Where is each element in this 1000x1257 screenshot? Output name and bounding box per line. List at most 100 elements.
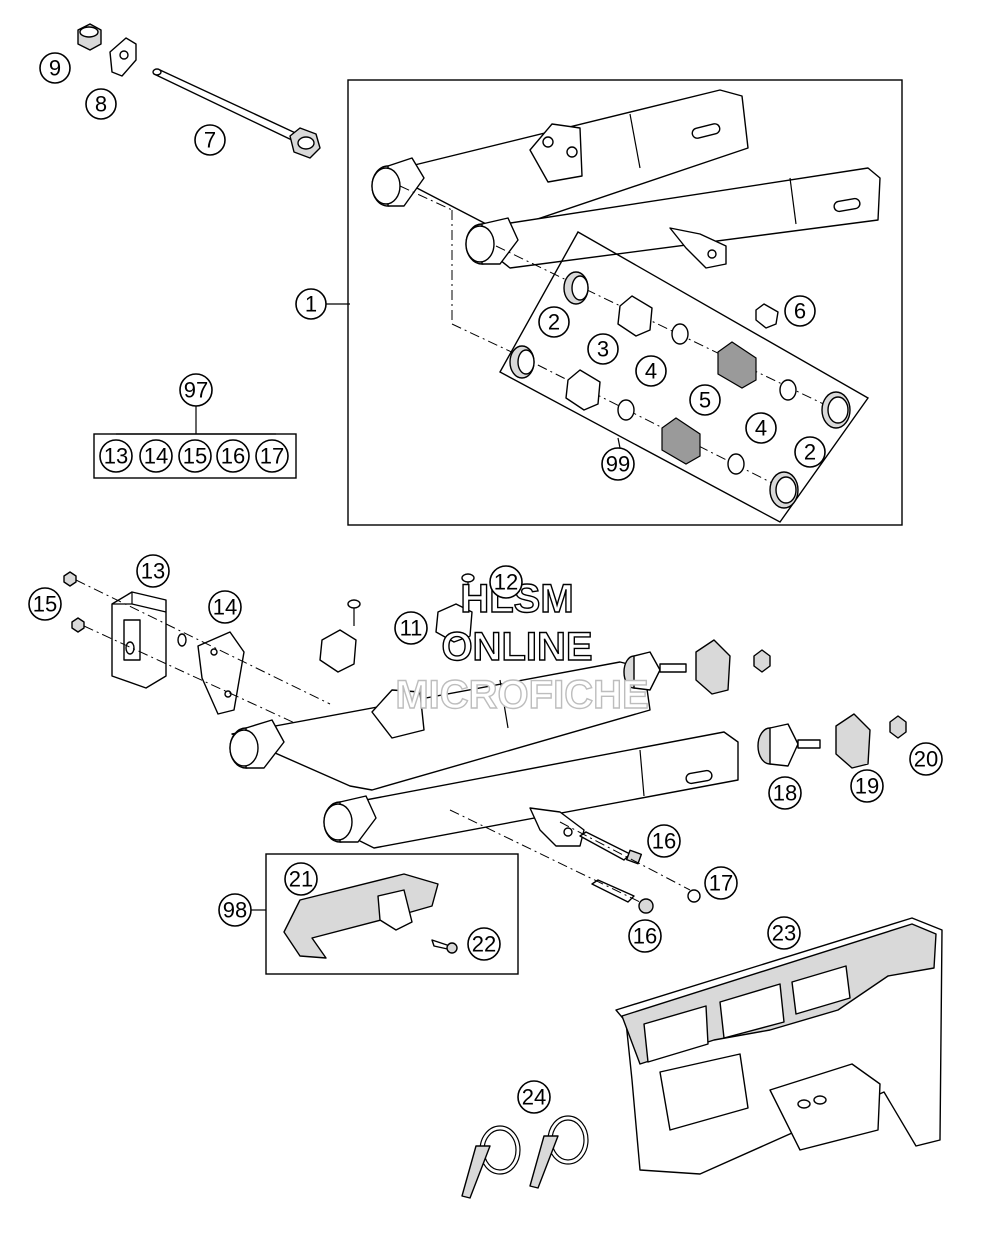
svg-text:11: 11	[400, 616, 423, 641]
callout-12: 12	[489, 565, 523, 599]
svg-text:21: 21	[289, 867, 313, 892]
callout-8: 8	[85, 88, 117, 120]
axle-bolt-part-7	[152, 68, 321, 159]
chain-slider-part-21	[283, 873, 439, 959]
svg-text:17: 17	[260, 444, 284, 469]
svg-text:7: 7	[204, 128, 216, 153]
bearing-parts-row-2	[509, 345, 799, 509]
bearing-kit-frame	[499, 231, 870, 523]
callout-3: 3	[587, 333, 619, 365]
callout-24: 24	[517, 1080, 551, 1114]
plate-part-14	[177, 631, 245, 715]
callout-23: 23	[767, 916, 801, 950]
bolt-part-16-17-lower	[591, 879, 654, 914]
callout-18: 18	[768, 776, 802, 810]
plate-part-8	[109, 37, 137, 77]
callout-97-13: 13	[99, 439, 133, 473]
screw-part-22	[431, 939, 458, 954]
svg-text:6: 6	[794, 299, 806, 324]
svg-text:16: 16	[633, 924, 657, 949]
chain-guide-block-part-13	[111, 591, 167, 689]
svg-text:13: 13	[104, 444, 128, 469]
callout-97-15: 15	[178, 439, 212, 473]
svg-text:15: 15	[33, 592, 57, 617]
svg-text:19: 19	[855, 774, 879, 799]
nut-part-15-b	[71, 617, 85, 633]
callout-97-14: 14	[139, 439, 173, 473]
callout-20: 20	[909, 742, 943, 776]
axis-line	[75, 579, 331, 705]
nut-part-20-upper	[753, 649, 771, 673]
callout-97-17: 17	[255, 439, 289, 473]
callout-16-lower: 16	[628, 919, 662, 953]
clip-part-11-left	[319, 599, 361, 673]
svg-text:98: 98	[223, 898, 247, 923]
callout-21: 21	[284, 862, 318, 896]
callout-19: 19	[850, 769, 884, 803]
adjuster-part-18-upper	[623, 651, 687, 691]
nut-part-9	[77, 23, 102, 51]
svg-text:14: 14	[213, 595, 237, 620]
svg-text:15: 15	[183, 444, 207, 469]
bracket-part-19	[835, 713, 871, 769]
group-box-97	[93, 433, 297, 479]
axis-line	[451, 323, 521, 357]
svg-text:2: 2	[804, 440, 816, 465]
svg-text:5: 5	[699, 388, 711, 413]
clip-part-11-right	[435, 573, 475, 643]
callout-7: 7	[194, 124, 226, 156]
watermark-line-3: MICROFICHE	[395, 673, 648, 717]
group-box-98	[265, 853, 519, 975]
swingarm-part-1	[371, 89, 881, 269]
part-1-frame	[347, 79, 903, 526]
svg-text:12: 12	[494, 570, 518, 595]
svg-text:20: 20	[914, 747, 938, 772]
axis-line	[495, 245, 841, 413]
callout-4-upper: 4	[635, 355, 667, 387]
svg-text:22: 22	[472, 932, 496, 957]
callout-4-lower: 4	[745, 412, 777, 444]
watermark: HLSM ONLINE MICROFICHE	[395, 576, 650, 717]
svg-text:23: 23	[772, 921, 796, 946]
callout-2-upper: 2	[538, 306, 570, 338]
svg-text:24: 24	[522, 1085, 546, 1110]
bushing-part-6	[755, 303, 779, 329]
adjuster-part-18	[757, 723, 821, 767]
nut-part-20	[889, 715, 907, 739]
callout-16-upper: 16	[647, 824, 681, 858]
callout-11: 11	[394, 611, 428, 645]
svg-text:17: 17	[709, 871, 733, 896]
svg-text:3: 3	[597, 337, 609, 362]
svg-text:16: 16	[652, 829, 676, 854]
axis-line	[449, 809, 641, 903]
chain-guard-part-23	[615, 917, 943, 1175]
callout-97: 97	[179, 373, 213, 407]
svg-text:4: 4	[645, 359, 657, 384]
svg-text:14: 14	[144, 444, 168, 469]
callout-17: 17	[704, 866, 738, 900]
axis-line	[83, 625, 311, 731]
cable-tie-part-24-b	[529, 1115, 589, 1189]
swingarm-assembly	[229, 661, 739, 849]
callout-14: 14	[208, 590, 242, 624]
leader-99	[617, 437, 621, 449]
svg-text:8: 8	[95, 92, 107, 117]
svg-text:9: 9	[49, 56, 61, 81]
callout-98: 98	[218, 893, 252, 927]
svg-text:13: 13	[141, 559, 165, 584]
callout-1: 1	[295, 288, 327, 320]
callout-5: 5	[689, 384, 721, 416]
callout-97-16: 16	[216, 439, 250, 473]
callout-22: 22	[467, 927, 501, 961]
callout-99: 99	[601, 447, 635, 481]
bracket-part-19-upper	[695, 639, 731, 695]
bolt-part-16-17-upper	[579, 831, 701, 903]
svg-text:1: 1	[305, 292, 317, 317]
svg-text:16: 16	[221, 444, 245, 469]
axis-line	[399, 185, 453, 211]
callout-2-lower: 2	[794, 436, 826, 468]
svg-text:4: 4	[755, 416, 767, 441]
watermark-line-2: ONLINE	[441, 625, 592, 669]
callout-15: 15	[28, 587, 62, 621]
